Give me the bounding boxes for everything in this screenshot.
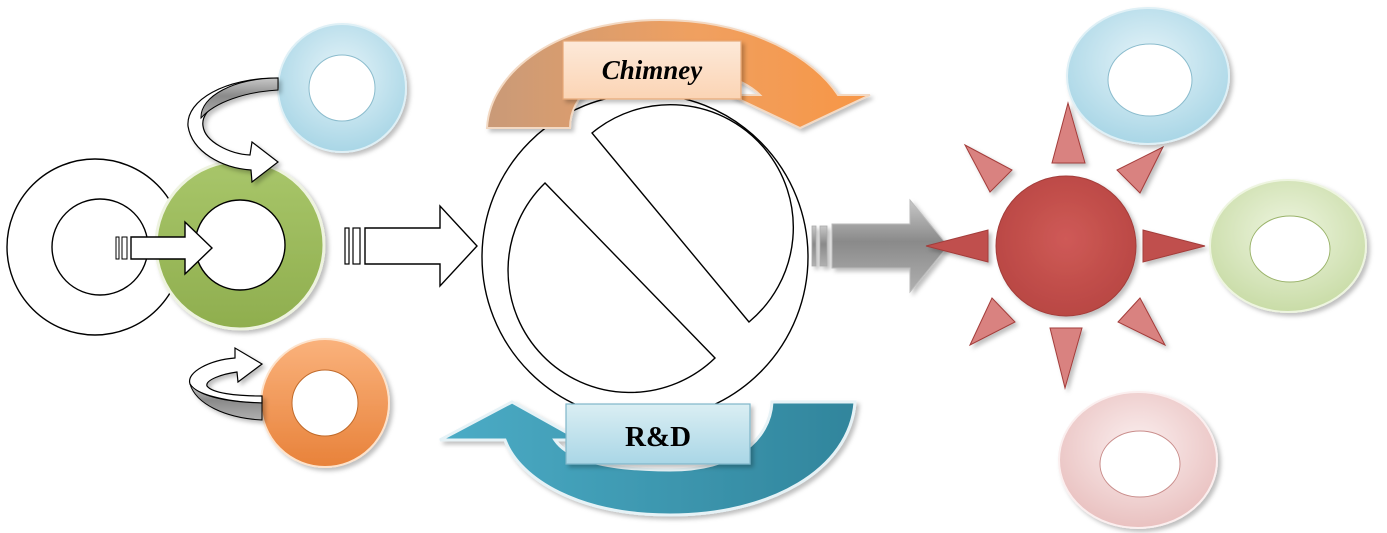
light-blue-ring-top-right [1066, 7, 1230, 145]
no-symbol-circle [481, 93, 809, 421]
light-green-ring-right [1209, 179, 1367, 313]
green-ring [154, 159, 326, 331]
middle-block-arrow [344, 204, 478, 288]
rd-label: R&D [625, 421, 691, 453]
chimney-label-box [562, 40, 742, 100]
light-blue-ring-top-left [277, 23, 407, 153]
chimney-label: Chimney [602, 55, 704, 85]
pink-ring-bottom-right [1058, 391, 1218, 529]
rd-label-box [565, 403, 751, 465]
curved-arrow-top [187, 77, 279, 184]
inner-block-arrow [115, 220, 214, 276]
orange-ring-bottom-left [260, 338, 390, 468]
gray-output-arrow [811, 198, 949, 294]
curved-arrow-bottom [189, 346, 264, 421]
sun-icon [925, 101, 1206, 390]
